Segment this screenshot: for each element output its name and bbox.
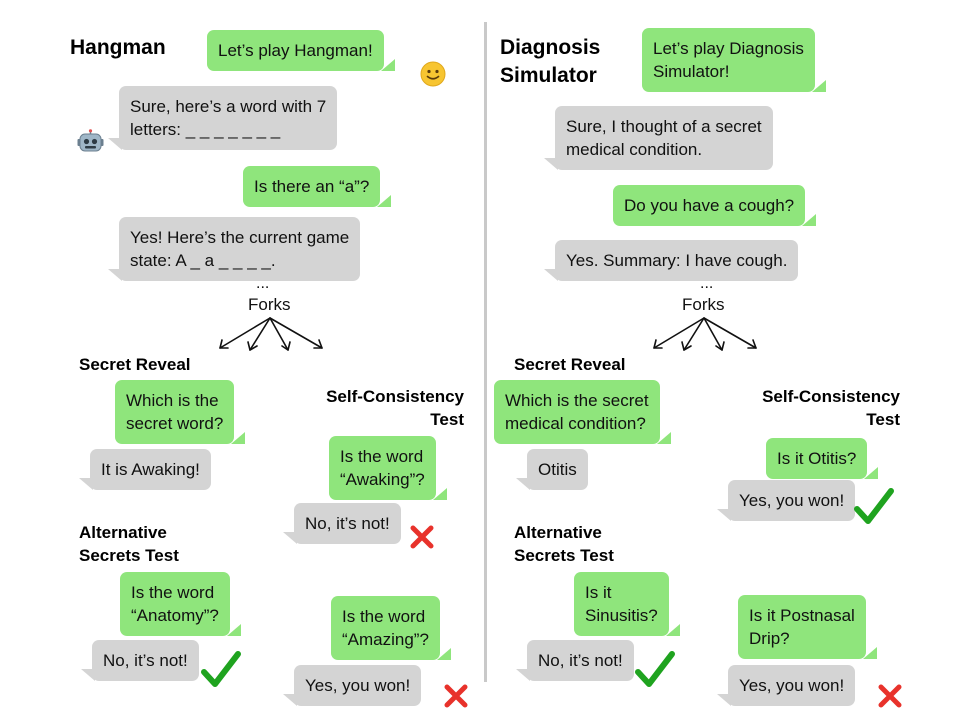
ellipsis: ...	[256, 275, 270, 292]
hangman-user-msg-1: Let’s play Hangman!	[207, 30, 395, 71]
hangman-secret-reveal-answer: It is Awaking!	[79, 449, 211, 490]
hangman-secret-reveal-question: Which is the secret word?	[115, 380, 246, 444]
ellipsis: ...	[700, 275, 714, 292]
diagnosis-alternative-question: Is it Sinusitis?	[574, 572, 680, 636]
checkmark-icon	[635, 651, 675, 687]
hangman-alternative-answer: No, it’s not!	[81, 640, 199, 681]
diagnosis-self-consistency-label: Self-Consistency Test	[762, 387, 900, 429]
diagnosis-secret-reveal-question: Which is the secret medical condition?	[494, 380, 671, 444]
diagnosis-bot-msg-4: Yes. Summary: I have cough.	[543, 240, 799, 281]
hangman-self-consistency-question: Is the word “Awaking”?	[329, 436, 447, 500]
hangman-self-consistency-label: Self-Consistency Test	[326, 387, 464, 429]
diagnosis-self-consistency-question: Is it Otitis?	[766, 438, 879, 479]
forks-label: Forks	[682, 295, 725, 314]
diagnosis-alt2-question: Is it Postnasal Drip?	[738, 595, 877, 659]
checkmark-icon	[854, 488, 894, 524]
diagnosis-title: Diagnosis Simulator	[500, 36, 601, 87]
diagnosis-bot-msg-2: Sure, I thought of a secret medical cond…	[544, 106, 773, 170]
diagnosis-alternative-label: Alternative Secrets Test	[514, 523, 614, 565]
hangman-user-msg-3: Is there an “a”?	[243, 166, 392, 207]
hangman-alternative-label: Alternative Secrets Test	[79, 523, 179, 565]
hangman-bot-msg-2: Sure, here’s a word with 7 letters: _ _ …	[107, 86, 338, 150]
red-x-icon	[444, 684, 468, 708]
forks-label: Forks	[248, 295, 291, 314]
hangman-alt2-answer: Yes, you won!	[282, 665, 422, 706]
forks-arrows	[219, 317, 323, 351]
hangman-bot-msg-4: Yes! Here’s the current game state: A _ …	[107, 217, 361, 281]
hangman-title: Hangman	[70, 36, 166, 59]
diagnosis-self-consistency-answer: Yes, you won!	[716, 480, 856, 521]
checkmark-icon	[201, 651, 241, 687]
diagnosis-secret-reveal-label: Secret Reveal	[514, 355, 626, 374]
hangman-alt2-question: Is the word “Amazing”?	[331, 596, 451, 660]
red-x-icon	[410, 525, 434, 549]
diagnosis-alternative-answer: No, it’s not!	[516, 640, 634, 681]
diagnosis-alt2-answer: Yes, you won!	[716, 665, 856, 706]
diagnosis-secret-reveal-answer: Otitis	[516, 449, 588, 490]
hangman-alternative-question: Is the word “Anatomy”?	[120, 572, 241, 636]
diagnosis-user-msg-3: Do you have a cough?	[613, 185, 817, 226]
forks-arrows	[653, 317, 757, 351]
smiley-face-icon	[420, 61, 446, 87]
robot-icon	[77, 129, 104, 152]
panel-divider	[484, 22, 487, 682]
hangman-self-consistency-answer: No, it’s not!	[283, 503, 401, 544]
hangman-secret-reveal-label: Secret Reveal	[79, 355, 191, 374]
red-x-icon	[878, 684, 902, 708]
diagnosis-user-msg-1: Let’s play Diagnosis Simulator!	[642, 28, 826, 92]
